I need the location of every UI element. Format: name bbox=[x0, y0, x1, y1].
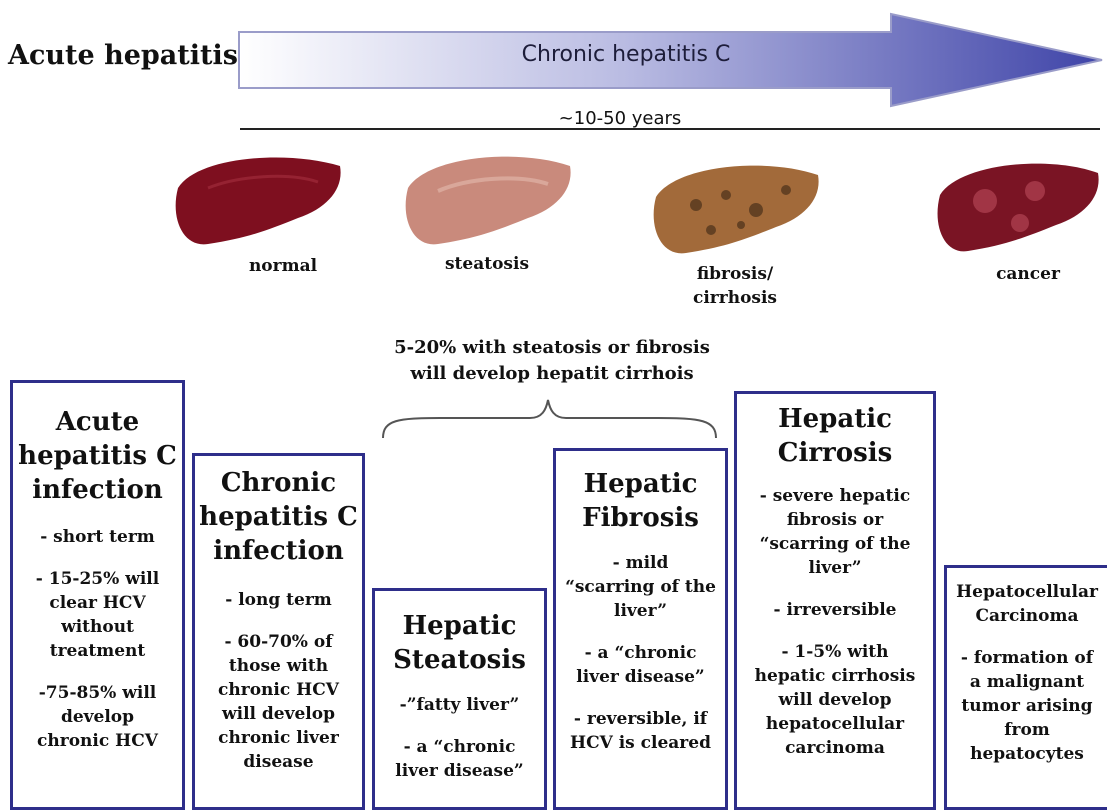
liver-steatosis-image bbox=[398, 146, 578, 251]
box-acute-title: Acute hepatitis C infection bbox=[18, 405, 177, 507]
box-acute-item: - 15-25% will clear HCV without treatmen… bbox=[36, 567, 159, 663]
timeline-line bbox=[240, 128, 1100, 130]
box-cirrosis-item: - irreversible bbox=[773, 598, 896, 622]
acute-hepatitis-title: Acute hepatitis C bbox=[8, 40, 269, 71]
box-steatosis-item: - a “chronic liver disease” bbox=[395, 735, 523, 783]
liver-normal-image bbox=[168, 148, 348, 253]
box-chronic-title: Chronic hepatitis C infection bbox=[199, 466, 358, 568]
box-fibrosis-title: Hepatic Fibrosis bbox=[582, 467, 699, 535]
liver-label-cancer: cancer bbox=[948, 262, 1107, 286]
box-chronic-item: - long term bbox=[225, 588, 332, 612]
box-hepatic-cirrosis: Hepatic Cirrosis - severe hepatic fibros… bbox=[734, 391, 936, 810]
chronic-arrow-label: Chronic hepatitis C bbox=[236, 42, 1016, 67]
box-hepatocellular-carcinoma: Hepatocellular Carcinoma - formation of … bbox=[944, 565, 1107, 810]
box-hepatic-steatosis: Hepatic Steatosis -”fatty liver” - a “ch… bbox=[372, 588, 547, 810]
box-chronic-item: - 60-70% of those with chronic HCV will … bbox=[218, 630, 339, 774]
box-cirrosis-item: - 1-5% with hepatic cirrhosis will devel… bbox=[755, 640, 916, 760]
box-cirrosis-item: - severe hepatic fibrosis or “scarring o… bbox=[760, 484, 911, 580]
box-fibrosis-item: - a “chronic liver disease” bbox=[576, 641, 704, 689]
brace-note: 5-20% with steatosis or fibrosis will de… bbox=[352, 335, 752, 387]
box-steatosis-item: -”fatty liver” bbox=[400, 693, 520, 717]
liver-cancer-image bbox=[930, 153, 1105, 258]
liver-label-steatosis: steatosis bbox=[407, 252, 567, 276]
box-acute-item: - short term bbox=[40, 525, 155, 549]
box-acute-item: -75-85% will develop chronic HCV bbox=[37, 681, 158, 753]
box-chronic-infection: Chronic hepatitis C infection - long ter… bbox=[192, 453, 365, 810]
box-carcinoma-title: Hepatocellular Carcinoma bbox=[956, 580, 1098, 628]
brace-shape bbox=[380, 398, 720, 443]
box-fibrosis-item: - reversible, if HCV is cleared bbox=[570, 707, 711, 755]
liver-label-normal: normal bbox=[203, 254, 363, 278]
box-hepatic-fibrosis: Hepatic Fibrosis - mild “scarring of the… bbox=[553, 448, 728, 810]
box-fibrosis-item: - mild “scarring of the liver” bbox=[565, 551, 716, 623]
liver-label-fibrosis: fibrosis/ cirrhosis bbox=[655, 262, 815, 310]
box-acute-infection: Acute hepatitis C infection - short term… bbox=[10, 380, 185, 810]
box-carcinoma-item: - formation of a malignant tumor arising… bbox=[961, 646, 1093, 766]
box-steatosis-title: Hepatic Steatosis bbox=[393, 609, 526, 677]
timeline-label: ~10-50 years bbox=[520, 108, 720, 129]
liver-fibrosis-image bbox=[646, 155, 826, 260]
box-cirrosis-title: Hepatic Cirrosis bbox=[778, 402, 892, 470]
